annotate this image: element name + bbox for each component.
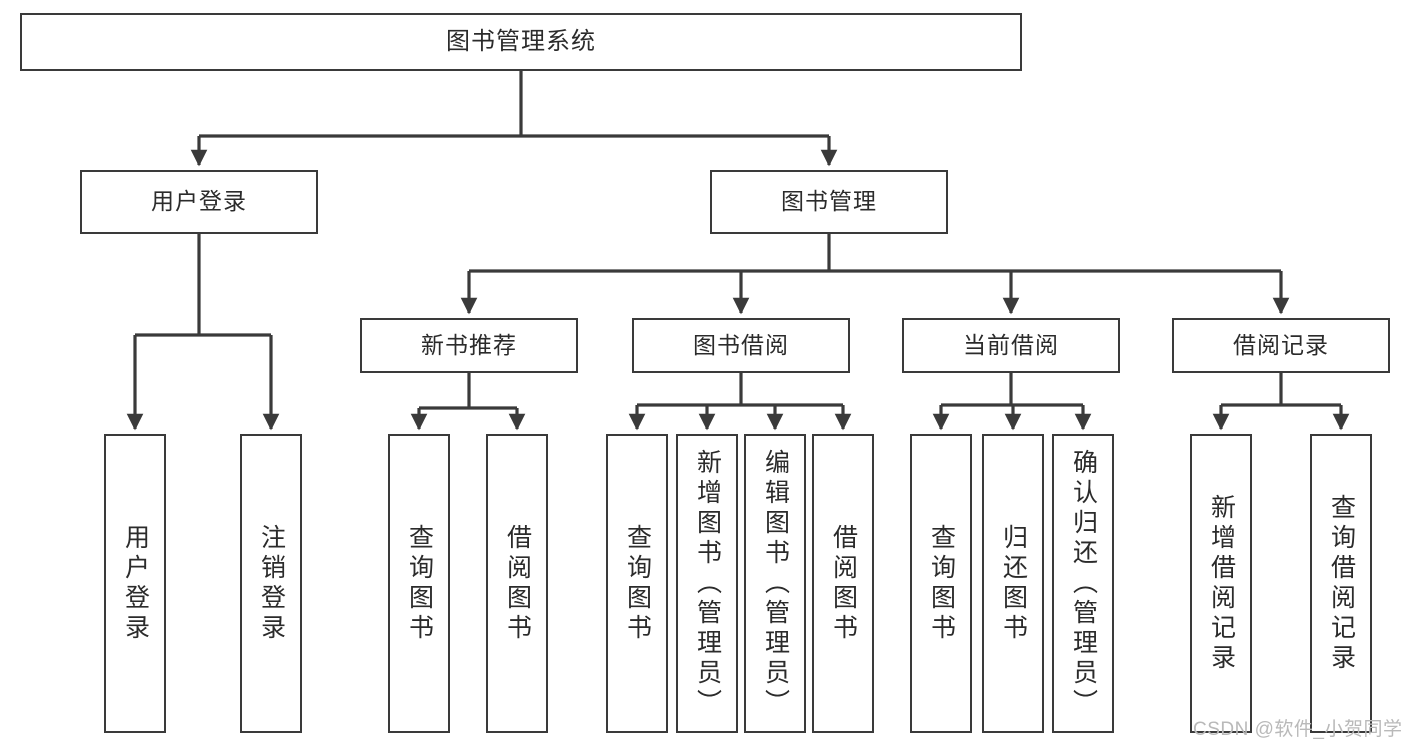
node-leaf-return-book[interactable]: 归还图书 [982, 434, 1044, 733]
node-leaf-add-book[interactable]: 新增图书（管理员） [676, 434, 738, 733]
node-leaf-user-login-label: 用户登录 [121, 523, 150, 644]
node-leaf-edit-book[interactable]: 编辑图书（管理员） [744, 434, 806, 733]
node-leaf-add-book-label: 新增图书（管理员） [693, 448, 722, 719]
node-leaf-confirm-return-label: 确认归还（管理员） [1069, 448, 1098, 719]
node-root[interactable]: 图书管理系统 [20, 13, 1022, 71]
node-leaf-borrow-book-rec-label: 借阅图书 [503, 523, 532, 644]
node-book-borrow-label: 图书借阅 [693, 331, 789, 358]
node-leaf-user-logout-label: 注销登录 [257, 523, 286, 644]
node-book-borrow[interactable]: 图书借阅 [632, 318, 850, 373]
node-leaf-query-book-borrow-label: 查询图书 [623, 523, 652, 644]
node-leaf-query-record[interactable]: 查询借阅记录 [1310, 434, 1372, 733]
node-book-manage[interactable]: 图书管理 [710, 170, 948, 234]
node-leaf-user-logout[interactable]: 注销登录 [240, 434, 302, 733]
node-leaf-edit-book-label: 编辑图书（管理员） [761, 448, 790, 719]
node-leaf-confirm-return[interactable]: 确认归还（管理员） [1052, 434, 1114, 733]
node-root-label: 图书管理系统 [446, 27, 596, 55]
node-leaf-query-book-borrow[interactable]: 查询图书 [606, 434, 668, 733]
node-current-borrow-label: 当前借阅 [963, 331, 1059, 358]
node-leaf-user-login[interactable]: 用户登录 [104, 434, 166, 733]
node-borrow-record[interactable]: 借阅记录 [1172, 318, 1390, 373]
node-leaf-query-book-rec[interactable]: 查询图书 [388, 434, 450, 733]
node-leaf-query-book-rec-label: 查询图书 [405, 523, 434, 644]
watermark-text: CSDN @软件_小贺同学 [1193, 719, 1403, 740]
node-leaf-borrow-book-rec[interactable]: 借阅图书 [486, 434, 548, 733]
node-new-book-recommend[interactable]: 新书推荐 [360, 318, 578, 373]
node-borrow-record-label: 借阅记录 [1233, 331, 1329, 358]
node-leaf-add-record[interactable]: 新增借阅记录 [1190, 434, 1252, 733]
node-current-borrow[interactable]: 当前借阅 [902, 318, 1120, 373]
node-leaf-borrow-book[interactable]: 借阅图书 [812, 434, 874, 733]
node-leaf-add-record-label: 新增借阅记录 [1207, 493, 1236, 674]
node-new-book-recommend-label: 新书推荐 [421, 331, 517, 358]
node-leaf-return-book-label: 归还图书 [999, 523, 1028, 644]
watermark: CSDN @软件_小贺同学 [1193, 714, 1402, 741]
node-leaf-borrow-book-label: 借阅图书 [829, 523, 858, 644]
node-leaf-query-book-current-label: 查询图书 [927, 523, 956, 644]
node-leaf-query-book-current[interactable]: 查询图书 [910, 434, 972, 733]
node-leaf-query-record-label: 查询借阅记录 [1327, 493, 1356, 674]
node-user-login-label: 用户登录 [151, 188, 247, 215]
node-book-manage-label: 图书管理 [781, 188, 877, 215]
node-user-login[interactable]: 用户登录 [80, 170, 318, 234]
